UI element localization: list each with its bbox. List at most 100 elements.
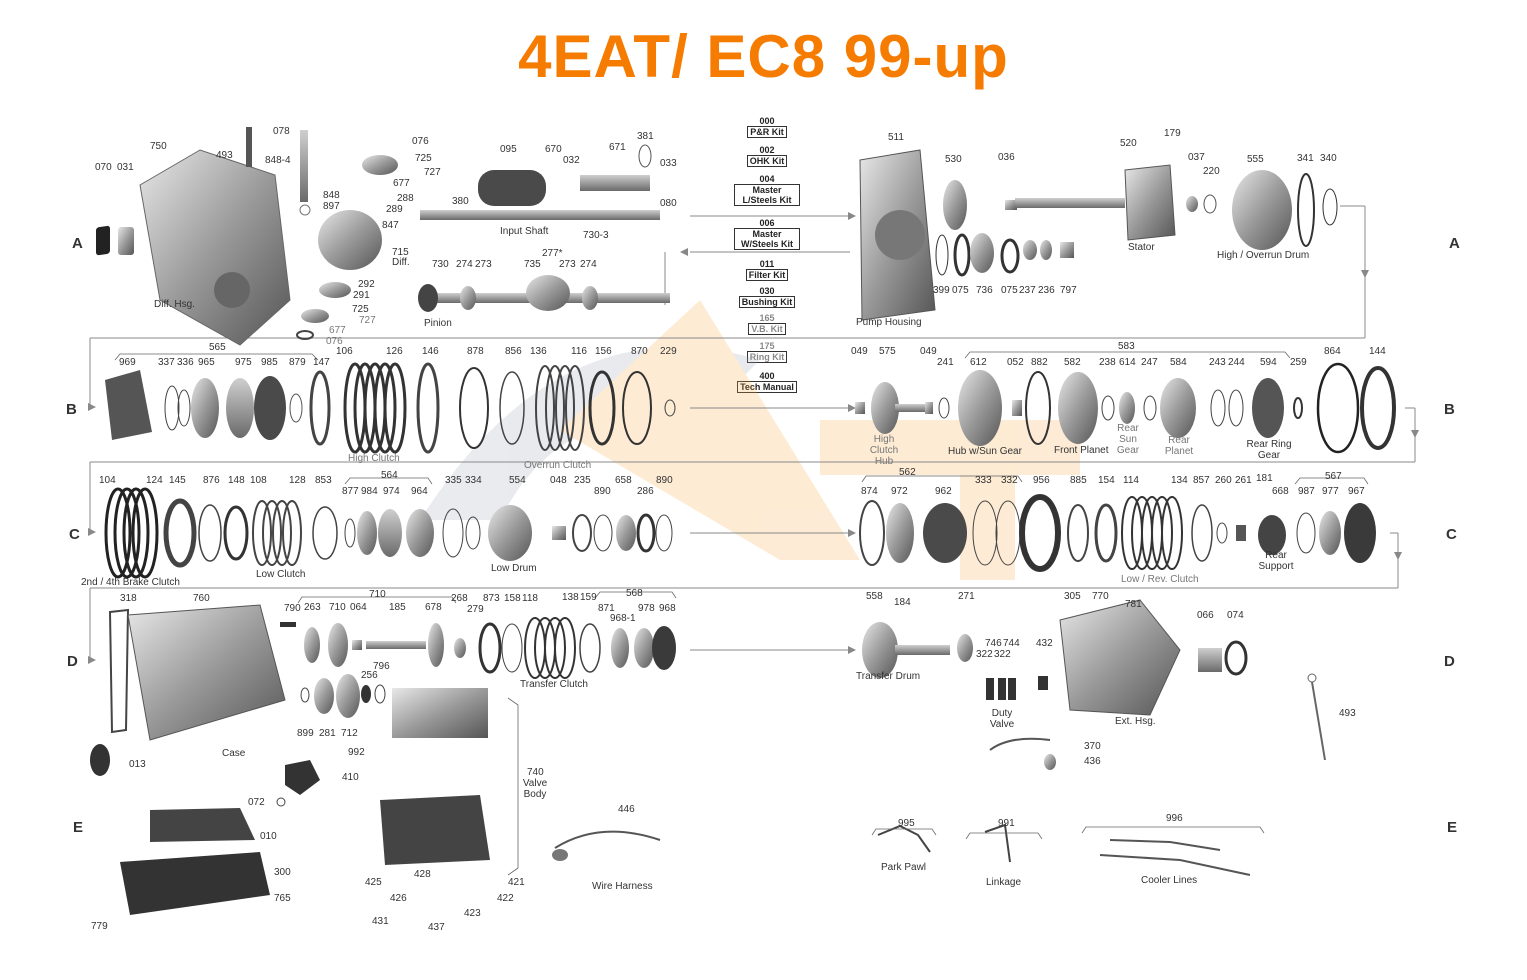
- part-label: 558: [866, 591, 883, 602]
- part-label: 134: [1171, 475, 1188, 486]
- part-label: 148: [228, 475, 245, 486]
- row-c-parts: [104, 487, 1376, 579]
- part-label: 106: [336, 346, 353, 357]
- part-label: 879: [289, 357, 306, 368]
- part-name: Case: [222, 748, 246, 759]
- part-label: 118: [522, 593, 538, 604]
- part-label: 031: [117, 162, 134, 173]
- part-label: 399: [933, 285, 950, 296]
- part-label: 877: [342, 486, 359, 497]
- part-label: 562: [899, 467, 916, 478]
- part-name: Rear Support: [1258, 550, 1294, 572]
- part-label: 796: [373, 661, 390, 672]
- part-label: 288: [397, 193, 414, 204]
- part-name: Park Pawl: [881, 862, 927, 873]
- part-label: 370: [1084, 741, 1101, 752]
- part-name: Hub w/Sun Gear: [948, 446, 1022, 457]
- part-label: 760: [193, 593, 210, 604]
- part-label: 568: [626, 588, 643, 599]
- part-label: 425: [365, 877, 382, 888]
- part-label: 520: [1120, 138, 1137, 149]
- part-label: 159: [580, 592, 597, 603]
- part-label: 337: [158, 357, 175, 368]
- part-label: 158: [504, 593, 521, 604]
- part-label: 740: [527, 767, 544, 778]
- part-label: 968-1: [610, 613, 636, 624]
- part-label: 279: [467, 604, 484, 615]
- part-label: 870: [631, 346, 648, 357]
- part-label: 185: [389, 602, 406, 613]
- part-label: 070: [95, 162, 112, 173]
- part-label: 727: [359, 315, 376, 326]
- part-label: 273: [559, 259, 576, 270]
- part-label: 052: [1007, 357, 1024, 368]
- part-name: Wire Harness: [592, 881, 653, 892]
- part-label: 322: [976, 649, 993, 660]
- part-label: 049: [920, 346, 937, 357]
- part-label: 049: [851, 346, 868, 357]
- part-label: 274: [456, 259, 473, 270]
- part-label: 074: [1227, 610, 1244, 621]
- part-label: 885: [1070, 475, 1087, 486]
- part-label: 336: [177, 357, 194, 368]
- part-label: 260: [1215, 475, 1232, 486]
- part-label: 181: [1256, 473, 1273, 484]
- part-label: 972: [891, 486, 908, 497]
- part-label: 235: [574, 475, 591, 486]
- part-label: 075: [952, 285, 969, 296]
- part-label: 736: [976, 285, 993, 296]
- part-label: 263: [304, 602, 321, 613]
- part-label: 274: [580, 259, 597, 270]
- part-label: 658: [615, 475, 632, 486]
- part-label: 779: [91, 921, 108, 932]
- part-label: 116: [571, 346, 587, 357]
- part-label: 410: [342, 772, 359, 783]
- part-name: Transfer Drum: [856, 671, 921, 682]
- part-label: 897: [323, 201, 340, 212]
- row-letter-a-left: A: [72, 235, 83, 252]
- part-label: 104: [99, 475, 116, 486]
- flow-lines: [89, 205, 1416, 660]
- part-label: 380: [452, 196, 469, 207]
- part-label: 564: [381, 470, 398, 481]
- part-label: 992: [348, 747, 365, 758]
- part-label: 066: [1197, 610, 1214, 621]
- part-label: 291: [353, 290, 370, 301]
- part-label: 710: [329, 602, 346, 613]
- part-label: 229: [660, 346, 677, 357]
- diagram-title: 4EAT/ EC8 99-up: [518, 23, 1009, 90]
- part-label: 064: [350, 602, 367, 613]
- part-label: 156: [595, 346, 612, 357]
- part-label: 967: [1348, 486, 1365, 497]
- row-e-parts: [120, 808, 1251, 915]
- part-label: 511: [888, 132, 904, 143]
- part-label: 271: [958, 591, 975, 602]
- part-name: 2nd / 4th Brake Clutch: [81, 577, 180, 588]
- part-label: 147: [313, 357, 330, 368]
- part-label: 289: [386, 204, 403, 215]
- part-name: Rear Sun Gear: [1116, 423, 1140, 456]
- part-label: 013: [129, 759, 146, 770]
- part-label: 670: [545, 144, 562, 155]
- part-label: 128: [289, 475, 306, 486]
- part-label: 446: [618, 804, 635, 815]
- part-label: 735: [524, 259, 541, 270]
- part-label: 179: [1164, 128, 1181, 139]
- part-label: 984: [361, 486, 378, 497]
- part-label: 871: [598, 603, 615, 614]
- part-name: Low Clutch: [256, 569, 306, 580]
- row-letter-b-right: B: [1444, 401, 1455, 418]
- part-label: 584: [1170, 357, 1187, 368]
- part-label: 146: [422, 346, 439, 357]
- part-label: 974: [383, 486, 400, 497]
- part-label: 594: [1260, 357, 1277, 368]
- part-name: Overrun Clutch: [524, 460, 592, 471]
- part-label: 890: [594, 486, 611, 497]
- part-label: 899: [297, 728, 314, 739]
- part-name: Input Shaft: [500, 226, 549, 237]
